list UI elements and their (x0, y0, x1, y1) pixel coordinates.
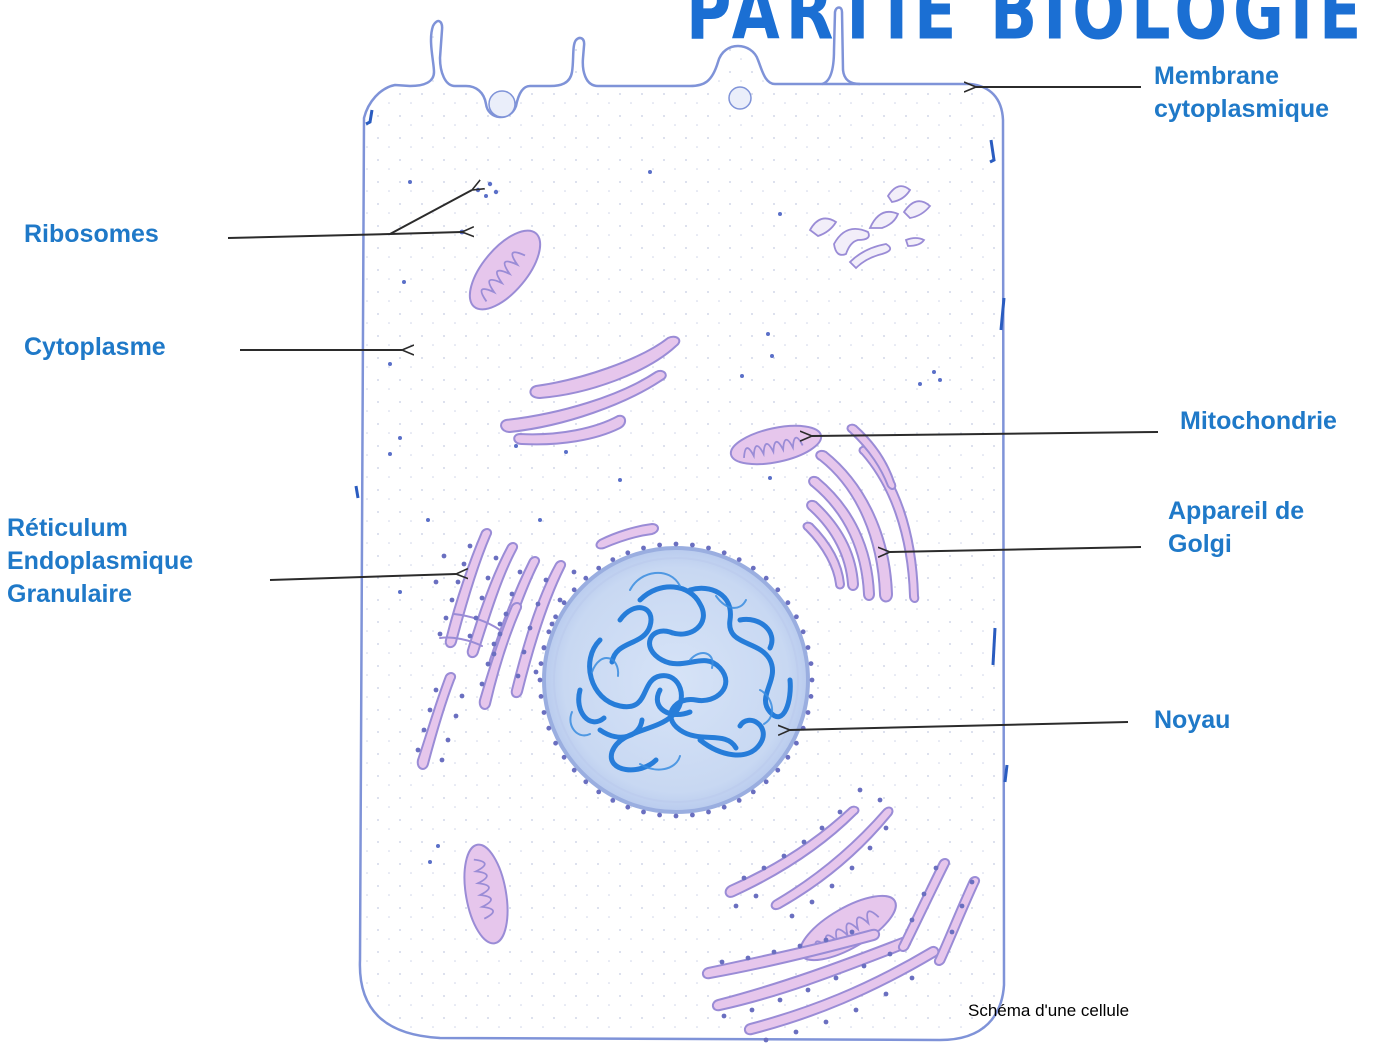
nuclear-pore-dot (690, 543, 695, 548)
nuclear-pore-dot (610, 798, 615, 803)
label-line: Ribosomes (24, 218, 159, 251)
cell-membrane (356, 8, 1007, 1041)
nuclear-pore-dot (572, 768, 577, 773)
nuclear-pore-dot (706, 810, 711, 815)
nuclear-pore-dot (737, 557, 742, 562)
nuclear-pore-dot (775, 587, 780, 592)
nuclear-pore-dot (583, 576, 588, 581)
label-membrane-cytoplasmique: Membrane cytoplasmique (1154, 60, 1329, 126)
diagram-caption: Schéma d'une cellule (968, 1001, 1129, 1021)
nuclear-pore-dot (801, 629, 806, 634)
nuclear-pore-dot (562, 755, 567, 760)
nuclear-pore-dot (794, 741, 799, 746)
nuclear-pore-dot (806, 645, 811, 650)
label-reticulum-endoplasmique-granulaire: Réticulum Endoplasmique Granulaire (7, 512, 193, 611)
nuclear-pore-dot (596, 790, 601, 795)
label-appareil-de-golgi: Appareil de Golgi (1168, 495, 1304, 561)
nuclear-pore-dot (786, 755, 791, 760)
nuclear-pore-dot (538, 678, 543, 683)
nuclear-pore-dot (625, 550, 630, 555)
label-line: Réticulum (7, 512, 193, 545)
nuclear-pore-dot (690, 813, 695, 818)
nuclear-pore-dot (674, 542, 679, 547)
label-noyau: Noyau (1154, 704, 1230, 737)
nuclear-pore-dot (657, 543, 662, 548)
nuclear-pore-dot (751, 566, 756, 571)
label-cytoplasme: Cytoplasme (24, 331, 166, 364)
nuclear-pore-dot (737, 798, 742, 803)
label-mitochondrie: Mitochondrie (1180, 405, 1337, 438)
label-line: cytoplasmique (1154, 93, 1329, 126)
nuclear-pore-dot (764, 576, 769, 581)
nuclear-pore-dot (553, 741, 558, 746)
nuclear-pore-dot (539, 694, 544, 699)
nuclear-pore-dot (572, 587, 577, 592)
nuclear-pore-dot (542, 645, 547, 650)
nuclear-pore-dot (809, 694, 814, 699)
nuclear-pore-dot (674, 814, 679, 819)
label-line: Mitochondrie (1180, 405, 1337, 438)
nuclear-pore-dot (596, 566, 601, 571)
nuclear-pore-dot (794, 614, 799, 619)
nuclear-pore-dot (546, 629, 551, 634)
nuclear-pore-dot (583, 779, 588, 784)
nuclear-pore-dot (722, 550, 727, 555)
label-line: Noyau (1154, 704, 1230, 737)
label-line: Golgi (1168, 528, 1304, 561)
nuclear-pore-dot (810, 678, 815, 683)
nuclear-pore-dot (809, 661, 814, 666)
nuclear-pore-dot (775, 768, 780, 773)
nuclear-pore-dot (546, 726, 551, 731)
label-line: Appareil de (1168, 495, 1304, 528)
nuclear-pore-dot (657, 813, 662, 818)
nuclear-pore-dot (610, 557, 615, 562)
nuclear-pore-dot (751, 790, 756, 795)
nuclear-pore-dot (625, 805, 630, 810)
nuclear-pore-dot (562, 600, 567, 605)
label-line: Granulaire (7, 578, 193, 611)
nuclear-pore-dot (641, 546, 646, 551)
label-line: Cytoplasme (24, 331, 166, 364)
nuclear-pore-dot (806, 710, 811, 715)
nuclear-pore-dot (539, 661, 544, 666)
nuclear-pore-dot (722, 805, 727, 810)
label-line: Membrane (1154, 60, 1329, 93)
nuclear-pore-dot (641, 810, 646, 815)
nuclear-pore-dot (764, 779, 769, 784)
nuclear-pore-dot (542, 710, 547, 715)
label-line: Endoplasmique (7, 545, 193, 578)
label-ribosomes: Ribosomes (24, 218, 159, 251)
nuclear-pore-dot (553, 614, 558, 619)
nuclear-pore-dot (706, 546, 711, 551)
nuclear-pore-dot (786, 600, 791, 605)
